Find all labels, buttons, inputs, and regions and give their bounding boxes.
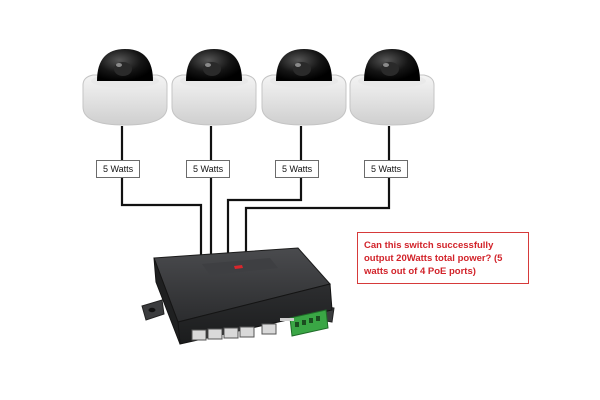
uplink-port-icon [261,323,277,335]
dome-camera-icon [171,49,257,126]
terminal-block-icon [289,309,329,337]
rj45-port-icon [207,328,223,340]
poe-switch-icon [141,247,335,345]
dome-camera-3 [258,45,350,127]
watt-label-camera-3: 5 Watts [275,160,320,178]
rj45-port-icon [191,329,207,341]
watt-label-camera-1: 5 Watts [96,160,141,178]
dome-camera-4 [346,45,438,127]
watt-label-camera-2: 5 Watts [186,160,231,178]
poe-ports [191,326,255,341]
watt-label-camera-4: 5 Watts [364,160,409,178]
dome-camera-icon [349,49,435,126]
power-question-callout: Can this switch successfully output 20Wa… [357,232,529,284]
dome-camera-icon [82,49,168,126]
dome-camera-1 [79,45,171,127]
rj45-port-icon [223,327,239,339]
poe-switch [140,238,340,355]
rj45-port-icon [239,326,255,338]
dome-camera-icon [261,49,347,126]
dome-camera-2 [168,45,260,127]
